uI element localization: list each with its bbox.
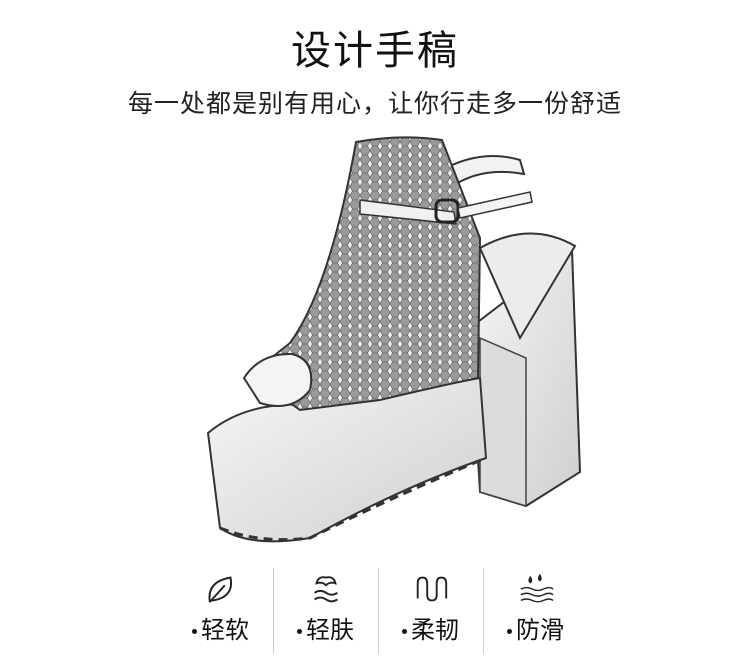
feature-item: 防滑 (483, 566, 588, 656)
sandal-sketch-image (206, 136, 582, 543)
anti-slip-icon (483, 570, 588, 610)
feature-item: 轻软 (168, 566, 273, 656)
feature-label: 柔韧 (411, 616, 459, 644)
feature-item: 轻肤 (273, 566, 378, 656)
breathable-icon (273, 570, 378, 610)
flexible-icon (378, 570, 483, 610)
leaf-icon (168, 570, 273, 610)
feature-item: 柔韧 (378, 566, 483, 656)
feature-label: 轻肤 (306, 616, 354, 644)
feature-label: 轻软 (201, 616, 249, 644)
feature-label: 防滑 (516, 616, 564, 644)
feature-row: 轻软 轻肤 柔韧 防滑 (168, 566, 588, 656)
page-title: 设计手稿 (291, 28, 459, 74)
page-subtitle: 每一处都是别有用心，让你行走多一份舒适 (127, 89, 622, 118)
